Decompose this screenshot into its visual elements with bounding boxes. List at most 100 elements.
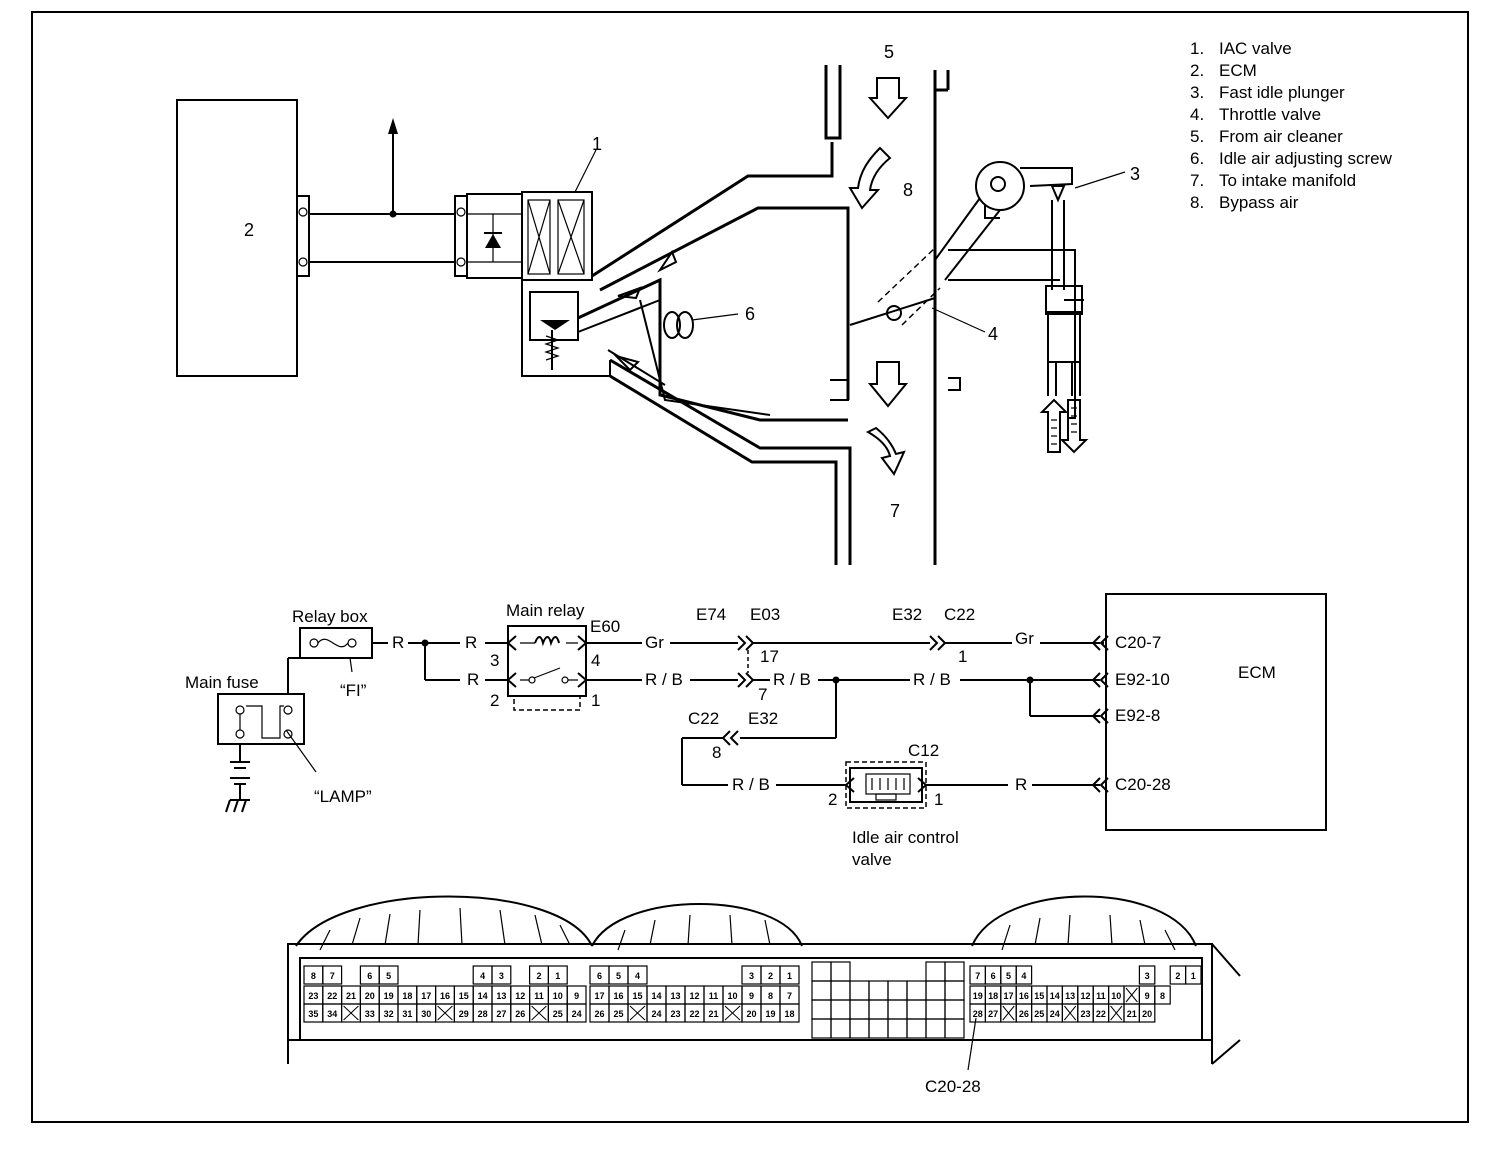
unused-pin-mark (437, 1005, 453, 1021)
connector-pin-number: 12 (689, 991, 699, 1001)
connector-pin-cell (627, 965, 648, 985)
pin-number: 17 (760, 647, 779, 666)
connector-pin-cell (887, 999, 908, 1020)
legend-num: 8. (1190, 193, 1204, 212)
connector-pin-number: 7 (330, 971, 335, 981)
connector-pin-number: 8 (1160, 991, 1165, 1001)
connector-pin-number: 16 (1019, 991, 1029, 1001)
connector-pin-cell (906, 1018, 927, 1039)
wire-color-label: R / B (913, 670, 951, 689)
connector-pin-number: 3 (1145, 971, 1150, 981)
connector-pin-number: 13 (496, 991, 506, 1001)
connector-pin-number: 27 (496, 1009, 506, 1019)
legend-text: Fast idle plunger (1219, 83, 1345, 102)
legend-num: 5. (1190, 127, 1204, 146)
ecm-terminal-label: C20-28 (1115, 775, 1171, 794)
connector-pin-number: 18 (988, 991, 998, 1001)
wire-color-label: R (465, 633, 477, 652)
connector-pin-cell (925, 1018, 946, 1039)
connector-pin-number: 19 (765, 1009, 775, 1019)
connector-pin-number: 12 (1080, 991, 1090, 1001)
connector-pin-number: 22 (689, 1009, 699, 1019)
connector-pin-cell (811, 999, 832, 1020)
connector-pin-number: 17 (1003, 991, 1013, 1001)
connector-pin-number: 13 (1065, 991, 1075, 1001)
lamp-label: “LAMP” (314, 787, 372, 806)
connector-pin-cell (566, 1003, 587, 1023)
connector-pin-number: 14 (1050, 991, 1060, 1001)
connector-pin-number: 10 (1111, 991, 1121, 1001)
connector-pin-number: 19 (973, 991, 983, 1001)
ecm-terminal-label: E92-8 (1115, 706, 1160, 725)
wire-color-label: Gr (645, 633, 664, 652)
connector-pin-cell (322, 965, 343, 985)
iac-mechanical-diagram: 1 2 3 4 5 6 7 8 (176, 42, 1140, 565)
connector-pin-number: 15 (459, 991, 469, 1001)
connector-pin-number: 21 (346, 991, 356, 1001)
connector-pin-number: 9 (574, 991, 579, 1001)
connector-pin-number: 25 (613, 1009, 623, 1019)
connector-pin-number: 35 (308, 1009, 318, 1019)
connector-pin-cell (944, 980, 965, 1001)
pin-number: 2 (490, 691, 499, 710)
connector-pin-cell (868, 999, 889, 1020)
iac-label: valve (852, 850, 892, 869)
connector-pin-number: 23 (308, 991, 318, 1001)
connector-pin-number: 19 (384, 991, 394, 1001)
connector-pin-number: 26 (515, 1009, 525, 1019)
legend-text: IAC valve (1219, 39, 1292, 58)
connector-pin-cell (868, 980, 889, 1001)
connector-pin-cell (925, 980, 946, 1001)
connector-pin-number: 1 (787, 971, 792, 981)
outer-frame (31, 11, 1469, 1123)
pin-number: 1 (934, 790, 943, 809)
connector-pin-cell (811, 1018, 832, 1039)
ecm-label: ECM (1238, 663, 1276, 682)
connector-pin-number: 8 (311, 971, 316, 981)
wire-color-label: R / B (773, 670, 811, 689)
wire-color-label: R (467, 670, 479, 689)
connector-pin-cell (944, 1018, 965, 1039)
connector-pin-number: 25 (1034, 1009, 1044, 1019)
connector-pin-number: 21 (708, 1009, 718, 1019)
connector-pin-number: 16 (613, 991, 623, 1001)
pin-number: 3 (490, 651, 499, 670)
connector-pin-number: 5 (386, 971, 391, 981)
connector-pin-cell (906, 999, 927, 1020)
connector-pin-number: 31 (402, 1009, 412, 1019)
connector-pin-number: 2 (536, 971, 541, 981)
legend-text: From air cleaner (1219, 127, 1343, 146)
connector-pin-number: 25 (553, 1009, 563, 1019)
connector-pin-cell (944, 999, 965, 1020)
connector-pin-number: 20 (1142, 1009, 1152, 1019)
connector-pin-cell (779, 1003, 800, 1023)
connector-pin-cell (779, 965, 800, 985)
connector-pin-number: 24 (572, 1009, 582, 1019)
e32-label: E32 (892, 605, 922, 624)
connector-pin-number: 29 (459, 1009, 469, 1019)
legend-num: 1. (1190, 39, 1204, 58)
connector-pin-number: 34 (327, 1009, 337, 1019)
connector-pin-number: 24 (651, 1009, 661, 1019)
connector-pin-cell (1138, 1003, 1156, 1023)
connector-pin-number: 2 (1175, 971, 1180, 981)
connector-pin-number: 9 (1145, 991, 1150, 1001)
connector-pin-number: 4 (480, 971, 485, 981)
fi-label: “FI” (340, 681, 367, 700)
connector-pin-number: 3 (749, 971, 754, 981)
connector-pin-number: 1 (555, 971, 560, 981)
ecm-connector (296, 195, 310, 277)
callout-6: 6 (745, 304, 755, 324)
connector-pin-number: 4 (635, 971, 640, 981)
connector-pin-number: 3 (499, 971, 504, 981)
connector-pin-number: 33 (365, 1009, 375, 1019)
wire-color-label: R (392, 633, 404, 652)
legend-num: 2. (1190, 61, 1204, 80)
e03-label: E03 (750, 605, 780, 624)
connector-pin-number: 30 (421, 1009, 431, 1019)
